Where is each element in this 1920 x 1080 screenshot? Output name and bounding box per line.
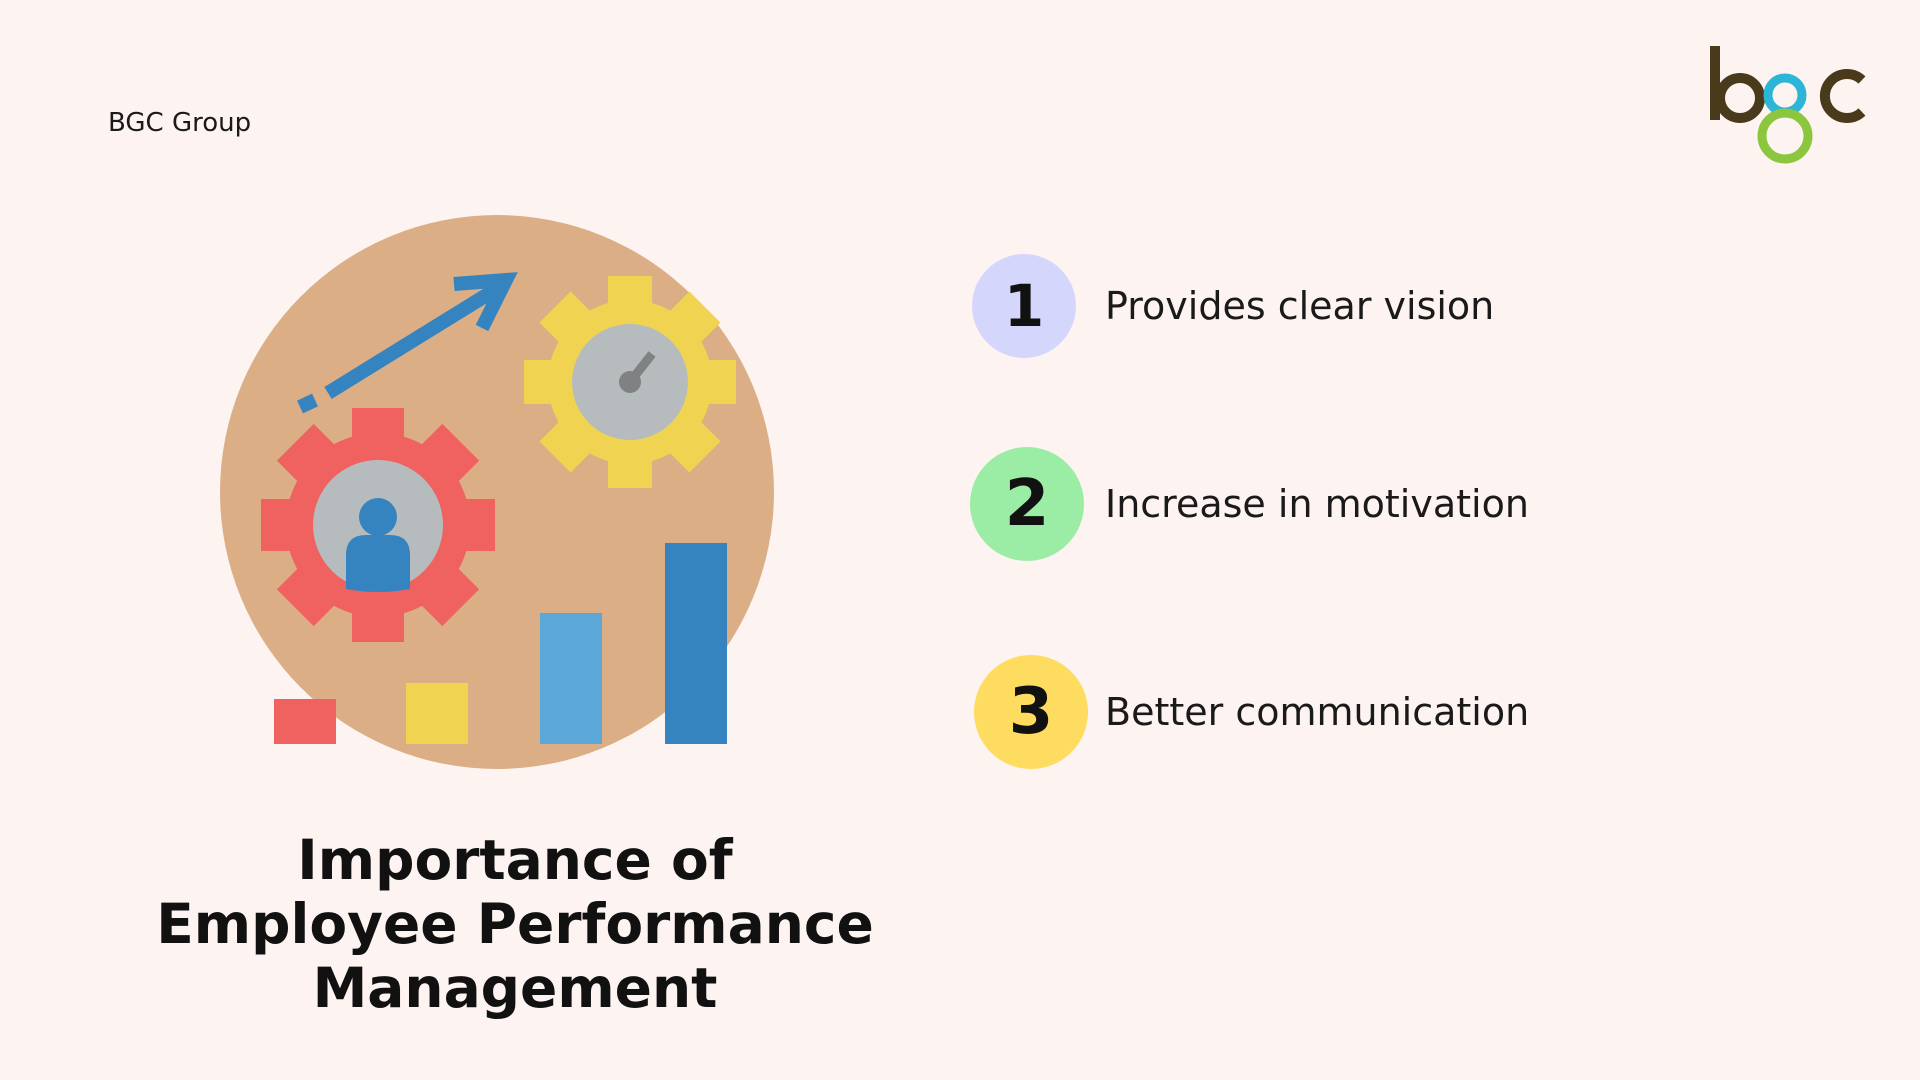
benefit-label-2: Increase in motivation [1105,482,1529,526]
bgc-logo-graphic: bgc [1700,38,1866,164]
bar-graph-icon [274,543,727,744]
person-icon [346,498,410,592]
logo-ring-top [1763,73,1807,117]
bar-1 [274,699,336,744]
company-name: BGC Group [108,108,252,138]
benefit-label-3: Better communication [1105,690,1530,734]
gauge-pivot [619,371,641,393]
bar-2 [406,683,468,744]
number-badge-1: 1 [972,254,1076,358]
benefit-item-3: 3 Better communication [970,654,1529,770]
logo-letter-b-bowl [1715,73,1765,123]
number-badge-3: 3 [974,655,1088,769]
title-line-3: Management [312,956,718,1020]
number-badge-2: 2 [970,447,1084,561]
arrow-head [453,272,518,332]
benefit-label-1: Provides clear vision [1105,284,1495,328]
growth-arrow-icon [297,272,518,414]
title-line-2: Employee Performance [156,892,874,956]
benefit-item-1: 1 Provides clear vision [970,248,1494,364]
bar-4 [665,543,727,744]
logo-letter-b-stem [1710,46,1720,120]
title-line-1: Importance of [297,828,733,892]
bgc-logo: bgc [1700,38,1890,188]
logo-ring-bottom [1757,108,1813,164]
logo-letter-c [1819,69,1866,123]
logo-text: bgc [1700,38,1702,39]
page-title: Importance of Employee Performance Manag… [110,828,920,1020]
arrow-shaft [324,282,502,399]
arrow-tail-dash [297,393,318,414]
benefit-item-2: 2 Increase in motivation [970,446,1529,562]
bar-3 [540,613,602,744]
performance-growth-illustration [200,200,800,800]
gauge-gear-icon [524,276,736,488]
employee-gear-icon [261,408,495,642]
